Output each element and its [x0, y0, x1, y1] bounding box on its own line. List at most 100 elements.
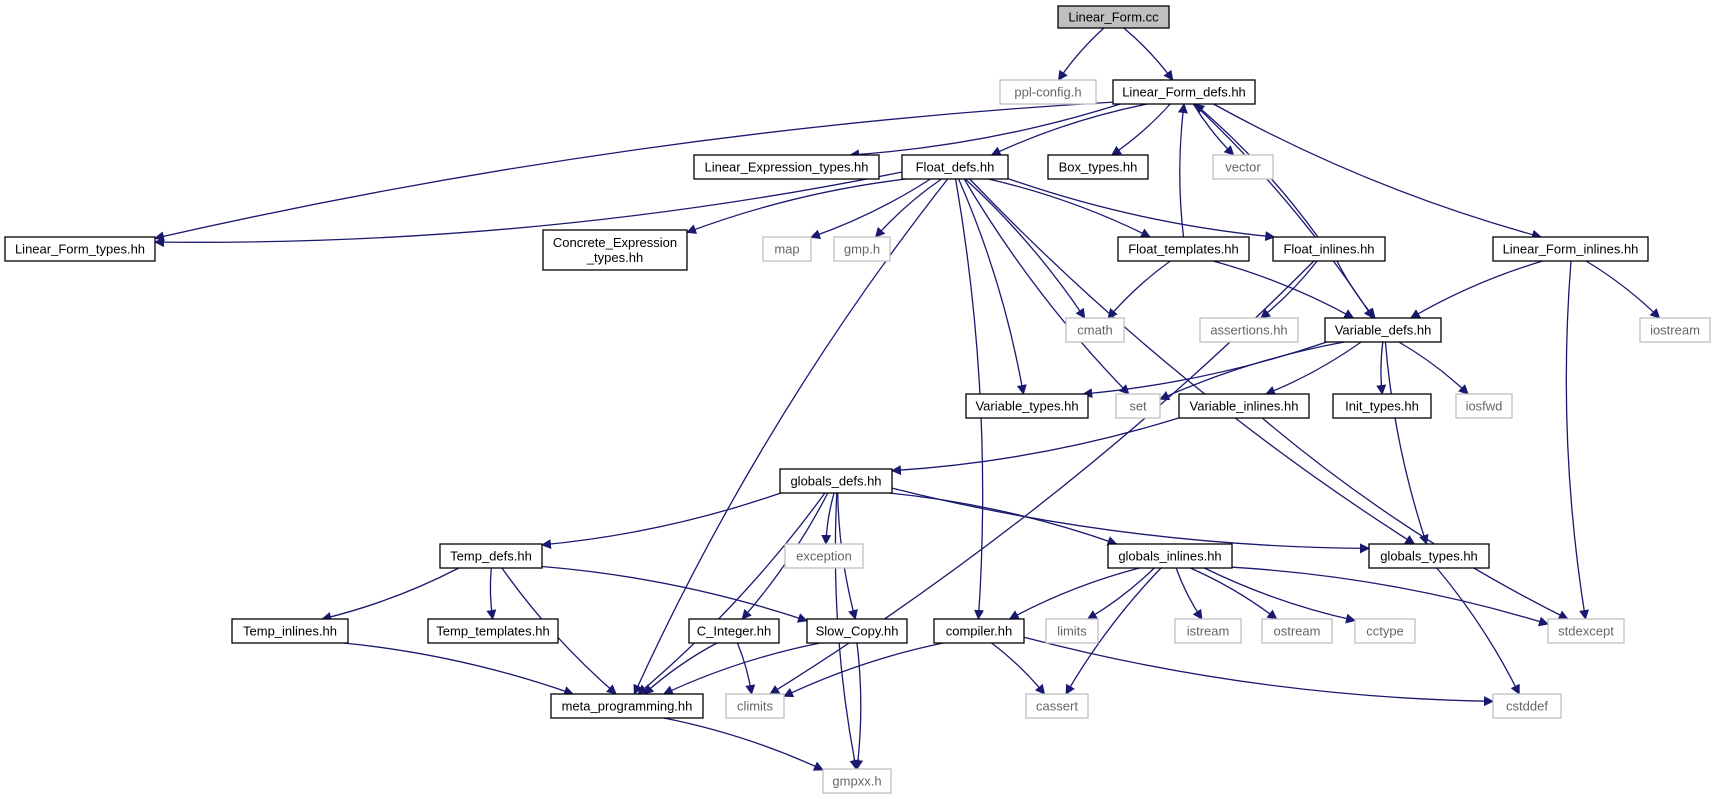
node-box	[1272, 236, 1386, 262]
node-box	[762, 236, 812, 262]
edge-line	[1585, 260, 1661, 319]
node-gmp-h: gmp.h	[833, 236, 891, 262]
edge-line	[343, 642, 575, 696]
edge-globals_defs_hh-to-exception	[821, 492, 835, 545]
node-concrete-expression-types-hh[interactable]: Concrete_Expression_types.hh	[542, 229, 688, 271]
edge-line	[1175, 567, 1203, 620]
edge-globals_types_hh-to-cstddef	[1436, 567, 1520, 695]
edge-line	[990, 103, 1148, 156]
node-linear-form-defs-hh[interactable]: Linear_Form_defs.hh	[1112, 79, 1256, 105]
node-label: Float_inlines.hh	[1283, 242, 1374, 257]
node-linear-expression-types-hh[interactable]: Linear_Expression_types.hh	[693, 154, 880, 180]
edge-line	[1398, 341, 1469, 395]
node-box	[4, 236, 156, 262]
edge-line	[1212, 260, 1355, 319]
edge-line	[1008, 567, 1140, 620]
edge-linear_form_defs_hh-to-linear_form_types_hh	[154, 101, 1114, 242]
node-set: set	[1115, 393, 1161, 419]
node-iosfwd: iosfwd	[1455, 393, 1513, 419]
node-temp-templates-hh[interactable]: Temp_templates.hh	[427, 618, 559, 644]
node-float-templates-hh[interactable]: Float_templates.hh	[1117, 236, 1250, 262]
edge-float_defs_hh-to-set	[963, 178, 1130, 395]
node-box	[550, 693, 704, 719]
node-label: Linear_Form_defs.hh	[1122, 85, 1246, 100]
edge-line	[1409, 260, 1543, 319]
node-box	[1354, 618, 1416, 644]
edge-line	[154, 171, 903, 248]
node-globals-types-hh[interactable]: globals_types.hh	[1368, 543, 1490, 569]
node-variable-defs-hh[interactable]: Variable_defs.hh	[1324, 317, 1442, 343]
edge-globals_inlines_hh-to-stdexcept	[1231, 566, 1549, 627]
node-vector: vector	[1212, 154, 1274, 180]
node-box	[901, 154, 1009, 180]
edge-variable_defs_hh-to-init_types_hh	[1376, 341, 1387, 395]
node-linear-form-inlines-hh[interactable]: Linear_Form_inlines.hh	[1492, 236, 1649, 262]
node-linear-form-types-hh[interactable]: Linear_Form_types.hh	[4, 236, 156, 262]
edge-c_integer_hh-to-climits	[736, 642, 756, 695]
edge-line	[810, 178, 931, 240]
node-box	[822, 768, 892, 794]
node-cmath: cmath	[1065, 317, 1125, 343]
edge-line	[1007, 177, 1276, 242]
node-label: Slow_Copy.hh	[816, 624, 899, 639]
edge-line	[874, 178, 942, 238]
edge-linear_form_defs_hh-to-variable_defs_hh	[1193, 103, 1374, 319]
node-label: assertions.hh	[1210, 323, 1287, 338]
node-float-defs-hh[interactable]: Float_defs.hh	[901, 154, 1009, 180]
node-compiler-hh[interactable]: compiler.hh	[933, 618, 1025, 644]
node-label: Variable_defs.hh	[1335, 323, 1432, 338]
edge-c_integer_hh-to-meta_programming_hh	[643, 642, 718, 695]
node-label: ppl-config.h	[1014, 85, 1081, 100]
node-variable-inlines-hh[interactable]: Variable_inlines.hh	[1178, 393, 1310, 419]
edge-float_inlines_hh-to-variable_defs_hh	[1336, 260, 1376, 319]
edge-globals_inlines_hh-to-cctype	[1204, 567, 1356, 624]
node-globals-inlines-hh[interactable]: globals_inlines.hh	[1107, 543, 1233, 569]
nodes-layer: Linear_Form.cc ppl-config.h Linear_Form_de…	[4, 5, 1711, 794]
node-label: iosfwd	[1466, 399, 1503, 414]
edge-line	[1436, 567, 1520, 695]
node-temp-defs-hh[interactable]: Temp_defs.hh	[439, 543, 543, 569]
node-label: cstddef	[1506, 699, 1548, 714]
edge-variable_defs_hh-to-variable_types_hh	[1082, 341, 1328, 399]
node-box	[688, 618, 780, 644]
node-label: Linear_Form_inlines.hh	[1503, 242, 1639, 257]
edge-float_defs_hh-to-float_inlines_hh	[1007, 177, 1276, 242]
edge-linear_form_defs_hh-to-box_types_hh	[1110, 103, 1171, 156]
node-label: Concrete_Expression_types.hh	[553, 235, 677, 265]
edge-compiler_hh-to-climits	[783, 642, 944, 697]
node-box	[999, 79, 1097, 105]
node-temp-inlines-hh[interactable]: Temp_inlines.hh	[231, 618, 349, 644]
node-label: istream	[1187, 624, 1230, 639]
node-box-types-hh[interactable]: Box_types.hh	[1047, 154, 1149, 180]
edge-line	[991, 642, 1046, 695]
node-label: Variable_inlines.hh	[1190, 399, 1299, 414]
node-box	[1199, 317, 1299, 343]
edge-float_defs_hh-to-variable_types_hh	[958, 178, 1027, 395]
node-variable-types-hh[interactable]: Variable_types.hh	[965, 393, 1089, 419]
edge-globals_inlines_hh-to-ostream	[1190, 567, 1278, 620]
node-box	[1212, 154, 1274, 180]
node-box	[1045, 618, 1099, 644]
edge-float_defs_hh-to-meta_programming_hh	[633, 178, 949, 695]
node-label: gmpxx.h	[832, 774, 881, 789]
node-box	[231, 618, 349, 644]
node-globals-defs-hh[interactable]: globals_defs.hh	[779, 468, 893, 494]
edge-line	[541, 565, 808, 623]
edge-line	[1376, 341, 1387, 395]
node-linear-form-cc[interactable]: Linear_Form.cc	[1057, 5, 1170, 29]
edge-linear_form_inlines_hh-to-variable_defs_hh	[1409, 260, 1543, 319]
edge-line	[963, 178, 1130, 395]
node-float-inlines-hh[interactable]: Float_inlines.hh	[1272, 236, 1386, 262]
node-box	[1065, 317, 1125, 343]
edge-float_defs_hh-to-globals_types_hh	[969, 178, 1416, 545]
node-slow-copy-hh[interactable]: Slow_Copy.hh	[806, 618, 908, 644]
node-box	[427, 618, 559, 644]
node-meta-programming-hh[interactable]: meta_programming.hh	[550, 693, 704, 719]
edge-line	[1086, 567, 1155, 620]
edge-line	[662, 642, 821, 695]
node-box	[1117, 236, 1250, 262]
node-init-types-hh[interactable]: Init_types.hh	[1332, 393, 1432, 419]
node-c-integer-hh[interactable]: C_Integer.hh	[688, 618, 780, 644]
edge-linear_form_inlines_hh-to-stdexcept	[1565, 260, 1590, 620]
node-box	[1492, 693, 1562, 719]
